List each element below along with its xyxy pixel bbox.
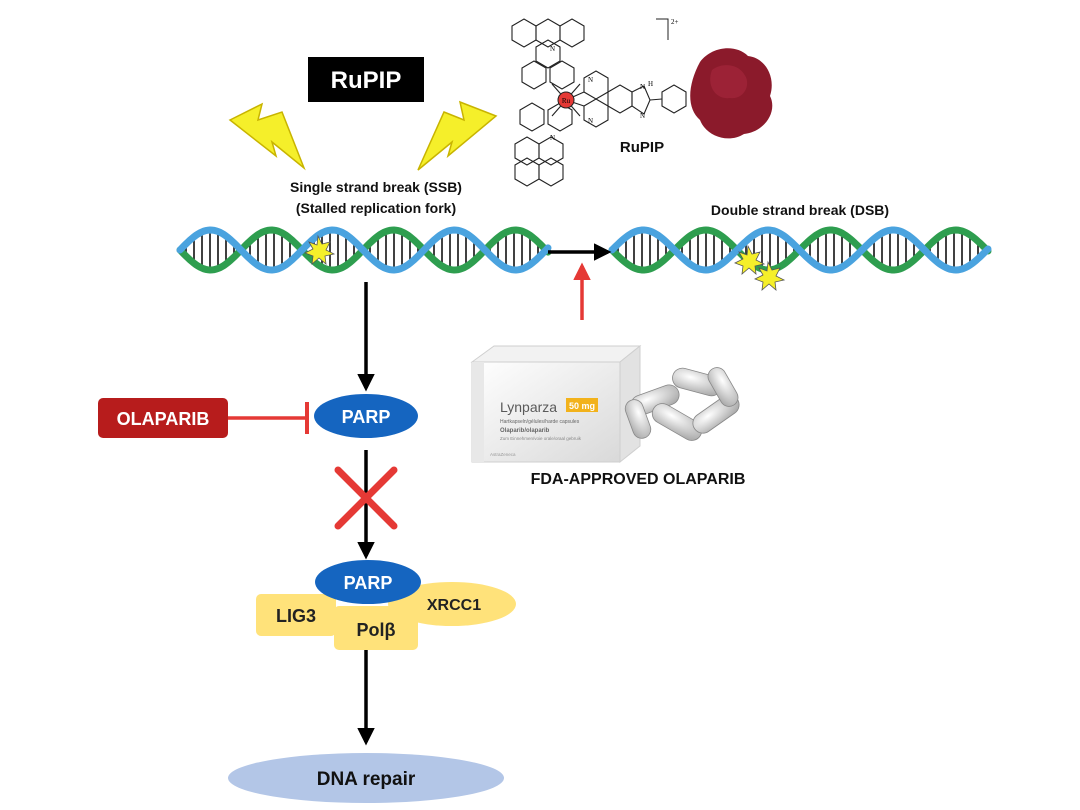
dsb-label: Double strand break (DSB) (711, 202, 889, 218)
dsb-damage-star-bottom-icon (754, 260, 786, 291)
dna-helix-ssb (176, 226, 552, 274)
rupip-molecule-structure (511, 18, 687, 187)
dsb-damage-star-top-icon (734, 244, 766, 275)
complex-parp-label: PARP (344, 573, 393, 593)
drug-maker: AstraZeneca (490, 452, 516, 457)
parp-node: PARP (314, 394, 418, 438)
olaparib-capsules-image (624, 367, 740, 441)
lig3-label: LIG3 (276, 606, 316, 626)
atom-n-label: N (640, 83, 645, 91)
rupip-title-box: RuPIP (308, 57, 424, 102)
dna-helix-dsb (608, 226, 992, 274)
drug-brand: Lynparza (500, 399, 557, 415)
olaparib-box: OLAPARIB (98, 398, 228, 438)
olaparib-label: OLAPARIB (117, 409, 210, 429)
atom-n-label: N (550, 134, 555, 142)
repair-complex: LIG3 XRCC1 Polβ PARP (256, 560, 516, 650)
dna-strand (176, 226, 552, 274)
charge-label: 2+ (671, 18, 679, 26)
rupip-title-text: RuPIP (331, 67, 402, 94)
atom-n-label: N (588, 117, 593, 125)
fda-approved-label: FDA-APPROVED OLAPARIB (531, 471, 746, 488)
ssb-label-line1: Single strand break (SSB) (290, 179, 462, 195)
rupip-molecule-label: RuPIP (620, 139, 664, 156)
blocked-cross-icon (334, 466, 398, 530)
lightning-bolt-right-icon (417, 100, 498, 171)
lightning-bolt-left-icon (228, 102, 306, 171)
dna-repair-node: DNA repair (228, 753, 504, 803)
charge-bracket (656, 18, 669, 40)
xrcc1-label: XRCC1 (427, 597, 481, 614)
ssb-damage-star-icon (304, 234, 336, 265)
dna-repair-label: DNA repair (317, 769, 416, 790)
atom-n-label: N (588, 76, 593, 84)
parp-label: PARP (342, 407, 391, 427)
drug-line2: Olaparib/olaparib (500, 428, 550, 434)
drug-line1: Hartkapseln/gélules/harde capsules (500, 419, 580, 425)
drug-dose: 50 mg (569, 401, 595, 411)
atom-n-label: N (640, 112, 645, 120)
drug-line3: Zum Einnehmen/voie orale/oraal gebruik (500, 436, 582, 441)
powder-highlight (710, 65, 748, 99)
ruthenium-center (557, 91, 575, 109)
ssb-label-line2: (Stalled replication fork) (296, 200, 456, 216)
ruthenium-label: Ru (562, 97, 571, 105)
atom-h-label: H (648, 80, 653, 88)
polb-label: Polβ (357, 620, 396, 640)
lynparza-box-image: Lynparza 50 mg Hartkapseln/gélules/harde… (470, 344, 642, 464)
dna-strand (608, 226, 992, 274)
atom-n-label: N (550, 45, 555, 53)
